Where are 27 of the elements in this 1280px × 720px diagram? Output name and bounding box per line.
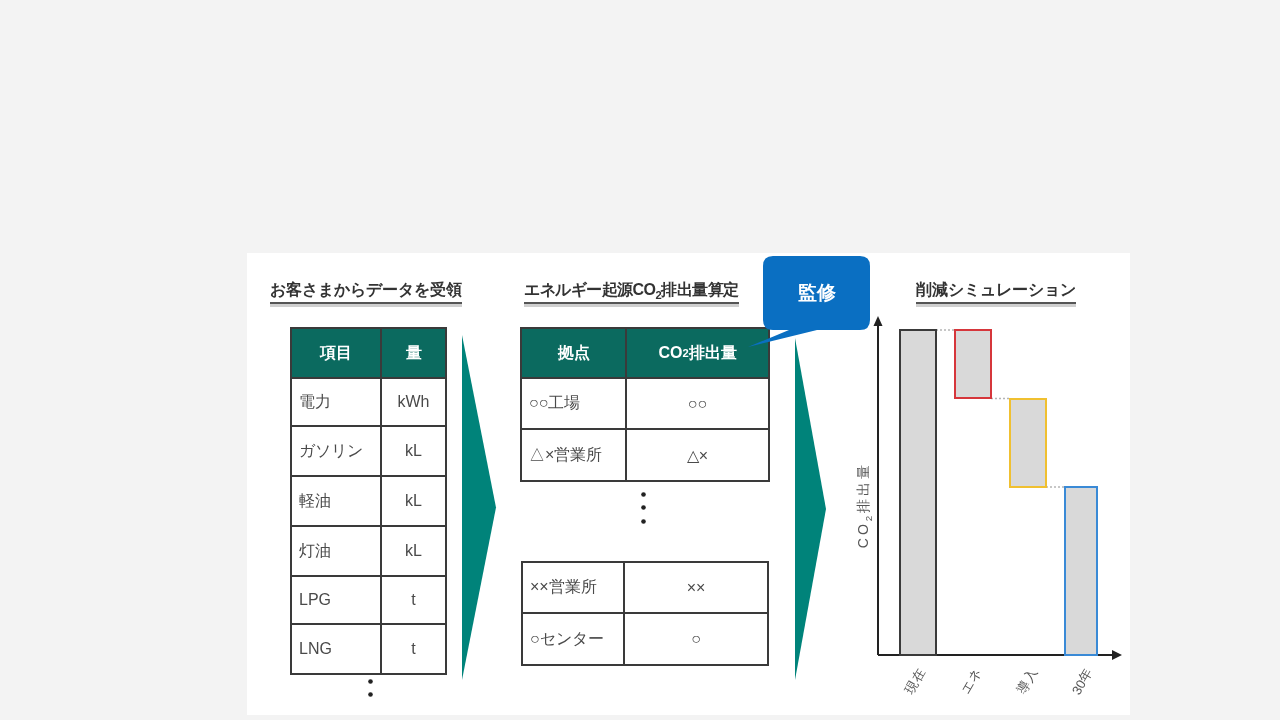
table-cell: LNG: [290, 623, 382, 675]
category-label: 現在: [902, 666, 929, 697]
table-cell: △×: [625, 428, 770, 482]
section-heading: エネルギー起源CO$_{2}$排出量算定: [524, 278, 739, 304]
bar: [1009, 398, 1047, 488]
table-header-cell: 量: [380, 327, 447, 379]
category-label: エネ: [958, 666, 985, 697]
category-label: 導入: [1014, 666, 1041, 697]
table-cell: ○センター: [521, 612, 625, 666]
section-heading: 削減シミュレーション: [916, 278, 1076, 304]
category-label: 30年: [1068, 666, 1097, 698]
bar: [899, 329, 937, 656]
chevron-arrow: [795, 338, 826, 680]
table-cell: t: [380, 623, 447, 675]
table-cell: △×営業所: [520, 428, 627, 482]
connector-line: [935, 329, 956, 331]
connector-line: [1045, 486, 1066, 488]
table-cell: ○: [623, 612, 769, 666]
table-header-cell: 拠点: [520, 327, 627, 379]
table-cell: ××営業所: [521, 561, 625, 614]
section-heading: お客さまからデータを受領: [270, 278, 462, 304]
table-cell: ××: [623, 561, 769, 614]
connector-line: [990, 397, 1011, 400]
chevron-arrow: [462, 335, 496, 680]
table-header-cell: 項目: [290, 327, 382, 379]
bar: [1064, 486, 1098, 656]
bar: [954, 329, 992, 399]
